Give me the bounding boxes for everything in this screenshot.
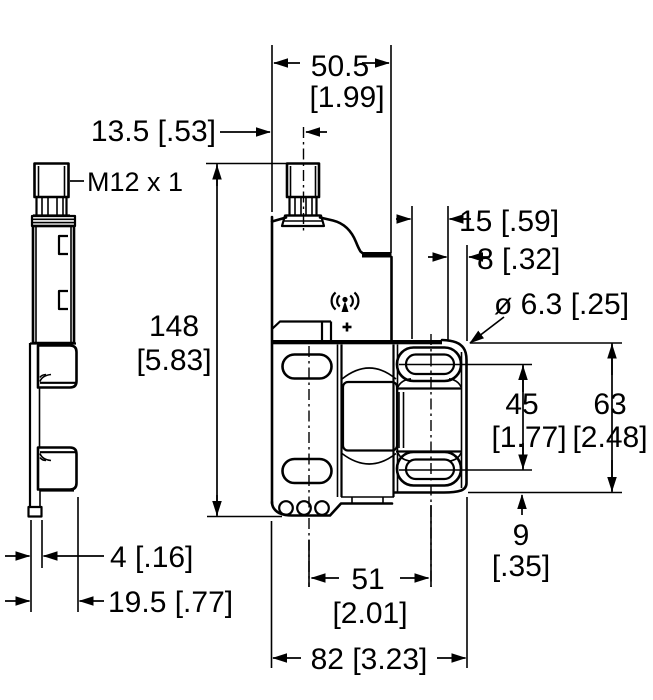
- dim-hole-diameter-label: ø 6.3 [.25]: [494, 288, 629, 321]
- plus-icon: [342, 322, 352, 332]
- slot-top-left: [281, 353, 333, 380]
- dimension-annotations: 50.5 [1.99] 13.5 [.53] M12 x 1 148 [5.83…: [5, 45, 648, 676]
- dim-slot-to-step: 15 [.59]: [396, 205, 559, 238]
- dim-overall-width: 82 [3.23]: [272, 643, 467, 676]
- dim-slot-to-step-label: 15 [.59]: [459, 205, 559, 238]
- extension-lines: [30, 45, 622, 668]
- thread-label: M12 x 1: [87, 167, 183, 197]
- front-view: [270, 127, 468, 587]
- side-flange-bottom: [36, 446, 78, 492]
- dim-slot-span-mm-label: 45: [505, 388, 538, 421]
- dim-plate-thickness-label: 4 [.16]: [110, 541, 193, 574]
- front-connector: [280, 127, 326, 231]
- dim-height: 148 [5.83]: [136, 164, 222, 517]
- dim-plate-thickness: 4 [.16]: [5, 541, 193, 574]
- side-connector: [30, 162, 77, 228]
- front-body: [270, 215, 393, 505]
- side-mounting-plate-edge: [27, 342, 76, 518]
- dim-hole-to-edge-label: 8 [.32]: [477, 243, 560, 276]
- dim-bracket-height: 63 [2.48]: [572, 343, 648, 493]
- dim-top-width-inch-label: [1.99]: [309, 81, 384, 114]
- dim-bottom-offset-inch-label: [.35]: [492, 550, 550, 583]
- side-flange-top: [36, 344, 78, 389]
- dim-bracket-height-inch-label: [2.48]: [572, 421, 647, 454]
- dim-slot-spacing-inch-label: [2.01]: [332, 597, 407, 630]
- dim-side-depth: 19.5 [.77]: [5, 586, 233, 619]
- dim-height-inch-label: [5.83]: [136, 344, 211, 377]
- dim-top-width: 50.5 [1.99]: [273, 50, 390, 114]
- dim-top-width-mm-label: 50.5: [311, 50, 369, 83]
- slot-bottom-left: [281, 457, 333, 485]
- dim-slot-span-inch-label: [1.77]: [491, 421, 566, 454]
- dim-connector-offset-label: 13.5 [.53]: [91, 115, 216, 148]
- front-mounting-plate: [270, 340, 442, 587]
- dim-slot-spacing-mm-label: 51: [351, 563, 384, 596]
- dim-overall-width-label: 82 [3.23]: [311, 643, 428, 676]
- dim-slot-spacing-horizontal: 51 [2.01]: [310, 563, 430, 630]
- dim-bracket-height-mm-label: 63: [593, 388, 626, 421]
- dim-height-mm-label: 148: [149, 310, 199, 343]
- dim-thread-callout: M12 x 1: [70, 167, 183, 197]
- dim-side-depth-label: 19.5 [.77]: [108, 586, 233, 619]
- side-view: [27, 162, 78, 518]
- radome-face: [341, 380, 399, 452]
- dim-hole-diameter: ø 6.3 [.25]: [469, 288, 629, 344]
- side-body: [31, 224, 76, 345]
- rf-emission-icon: [330, 291, 360, 312]
- dim-connector-offset: 13.5 [.53]: [91, 115, 327, 148]
- dim-slot-span-vertical: 45 [1.77]: [491, 364, 567, 470]
- front-sensor-lower: [336, 344, 399, 497]
- dim-bottom-offset: 9 [.35]: [492, 494, 550, 583]
- drain-holes: [278, 500, 330, 516]
- dim-bottom-offset-mm-label: 9: [513, 519, 530, 552]
- slot-bottom-right-counterbore: [395, 450, 463, 487]
- dim-hole-to-edge: 8 [.32]: [428, 243, 560, 276]
